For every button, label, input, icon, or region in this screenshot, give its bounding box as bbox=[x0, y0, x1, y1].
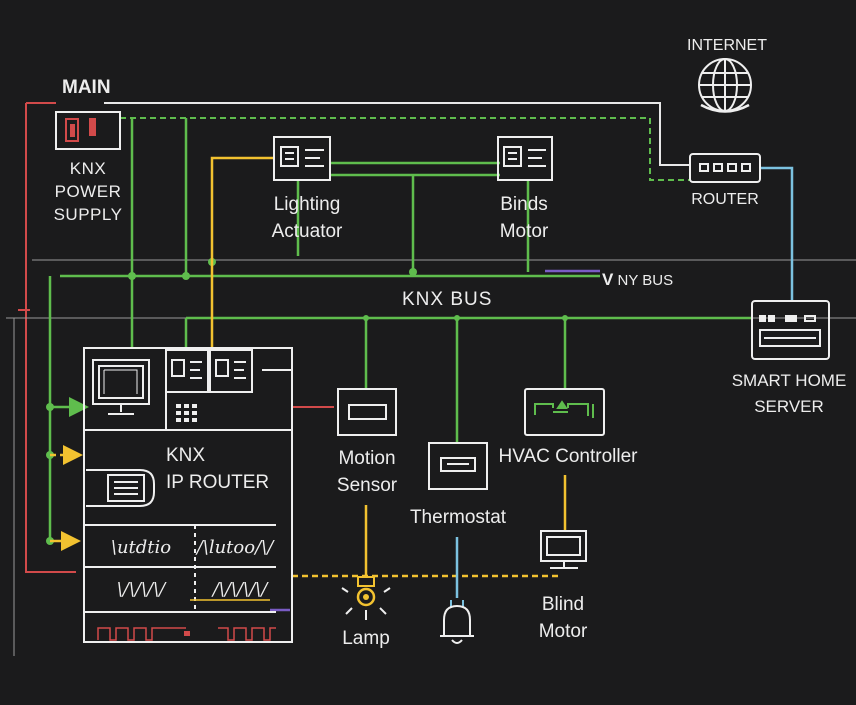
green-dashed-supply bbox=[120, 117, 690, 181]
mains-wiring bbox=[18, 102, 334, 573]
v-ny-bus-label: V NY BUS bbox=[602, 269, 673, 292]
motion-sensor-label-line-2: Sensor bbox=[336, 475, 398, 496]
hvac-controller-label: HVAC Controller bbox=[498, 446, 638, 467]
waveform-label-3: \/\/\/\/ bbox=[116, 579, 166, 600]
bell-icon bbox=[440, 600, 474, 644]
power-supply-label-line-2: POWER bbox=[54, 182, 122, 201]
lighting-actuator-label-line-1: Lighting bbox=[273, 194, 341, 215]
main-label: MAIN bbox=[62, 77, 111, 98]
motion-sensor-label: Motion Sensor bbox=[326, 445, 408, 499]
binds-motor-label: Binds Motor bbox=[486, 191, 562, 245]
signal-wiring bbox=[50, 156, 567, 578]
power-supply-label: KNX POWER SUPPLY bbox=[52, 157, 124, 226]
network-wiring bbox=[455, 166, 794, 598]
thermostat-label: Thermostat bbox=[409, 507, 507, 528]
hvac-controller-icon bbox=[524, 388, 605, 436]
ip-router-label-line-1: KNX bbox=[166, 445, 206, 466]
power-supply-label-line-3: SUPPLY bbox=[53, 205, 123, 224]
smart-home-server-label-line-1: SMART HOME bbox=[731, 371, 847, 390]
din-module-icon bbox=[165, 349, 209, 393]
power-supply-label-line-1: KNX bbox=[69, 159, 107, 178]
power-supply-icon bbox=[55, 111, 121, 150]
ip-router-label: KNX IP ROUTER bbox=[166, 442, 269, 496]
waveform-label-4: /\/\/\/\/ bbox=[212, 579, 268, 600]
motion-sensor-icon bbox=[337, 388, 397, 436]
monitor-icon bbox=[92, 359, 150, 415]
router-icon bbox=[689, 153, 761, 183]
ip-router-label-line-2: IP ROUTER bbox=[166, 472, 270, 493]
document-icon bbox=[86, 469, 155, 507]
server-icon bbox=[751, 300, 830, 360]
binds-motor-label-line-1: Binds bbox=[500, 194, 548, 215]
knx-bus-label: KNX BUS bbox=[402, 289, 493, 310]
binds-motor-icon bbox=[497, 136, 553, 181]
blind-motor-label-line-2: Motor bbox=[538, 621, 588, 642]
lighting-actuator-icon bbox=[273, 136, 331, 181]
waveform-label-1: \utdtio bbox=[110, 537, 172, 558]
blind-motor-label-line-1: Blind bbox=[541, 594, 585, 615]
lighting-actuator-label-line-2: Actuator bbox=[271, 221, 343, 242]
smart-home-server-label-line-2: SERVER bbox=[754, 397, 824, 416]
v-ny-bus-prefix: V bbox=[602, 270, 614, 289]
motion-sensor-label-line-1: Motion bbox=[338, 448, 396, 469]
keypad-icon bbox=[176, 404, 197, 422]
lighting-actuator-label: Lighting Actuator bbox=[262, 191, 352, 245]
router-label: ROUTER bbox=[691, 191, 759, 208]
din-module-icon bbox=[209, 349, 253, 393]
thermostat-icon bbox=[428, 442, 488, 490]
blind-motor-icon bbox=[540, 530, 587, 569]
lamp-icon bbox=[341, 576, 391, 620]
pulse-trace bbox=[97, 627, 276, 641]
smart-home-server-label: SMART HOME SERVER bbox=[722, 368, 856, 420]
lamp-label: Lamp bbox=[342, 628, 390, 649]
binds-motor-label-line-2: Motor bbox=[499, 221, 549, 242]
v-ny-bus-rest: NY BUS bbox=[613, 272, 674, 289]
waveform-label-2: /\lutoo/\/ bbox=[196, 537, 274, 558]
internet-label: INTERNET bbox=[687, 37, 767, 54]
globe-icon bbox=[698, 58, 752, 113]
blind-motor-label: Blind Motor bbox=[530, 591, 596, 645]
